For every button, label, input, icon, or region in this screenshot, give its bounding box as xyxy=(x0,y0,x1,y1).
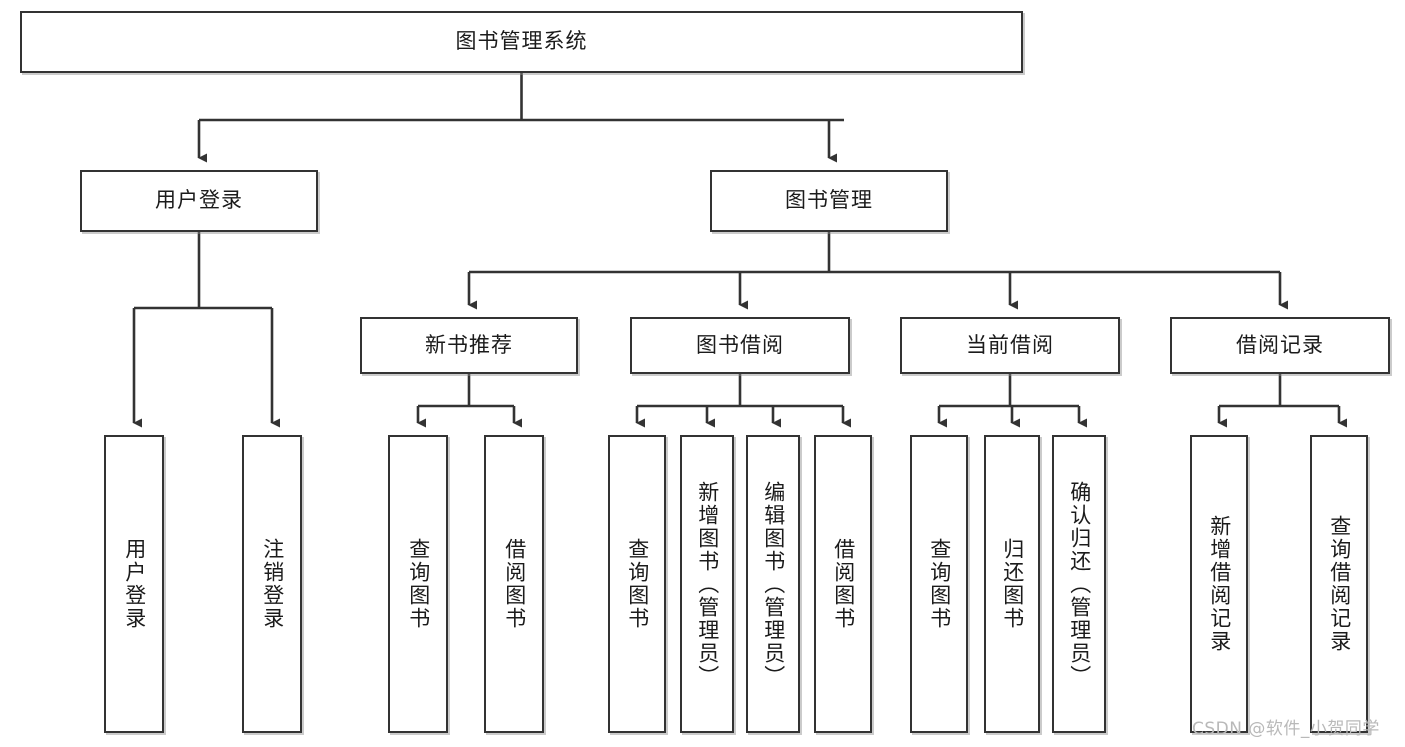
node-leaf-edit-book-label: 编辑图书（管理员） xyxy=(761,480,786,688)
node-book-borrow-label: 图书借阅 xyxy=(696,332,784,357)
node-leaf-add-book-label: 新增图书（管理员） xyxy=(695,480,720,688)
csdn-watermark: CSDN @软件_小贺同学 xyxy=(1192,719,1380,739)
node-leaf-borrow-book[interactable]: 借阅图书 xyxy=(814,435,872,733)
node-book-manage[interactable]: 图书管理 xyxy=(710,170,948,232)
node-borrow-record-label: 借阅记录 xyxy=(1236,332,1324,357)
node-leaf-query-book-cur-label: 查询图书 xyxy=(927,538,952,630)
node-borrow-record[interactable]: 借阅记录 xyxy=(1170,317,1390,374)
node-leaf-add-book[interactable]: 新增图书（管理员） xyxy=(680,435,734,733)
node-current-borrow-label: 当前借阅 xyxy=(966,332,1054,357)
node-leaf-query-record[interactable]: 查询借阅记录 xyxy=(1310,435,1368,733)
node-leaf-borrow-book-rec-label: 借阅图书 xyxy=(502,538,527,630)
node-leaf-user-logout-label: 注销登录 xyxy=(260,538,285,630)
node-root-label: 图书管理系统 xyxy=(455,29,588,54)
node-leaf-query-record-label: 查询借阅记录 xyxy=(1327,515,1352,653)
node-leaf-query-book-borrow-label: 查询图书 xyxy=(625,538,650,630)
node-leaf-user-login[interactable]: 用户登录 xyxy=(104,435,164,733)
node-leaf-confirm-return[interactable]: 确认归还（管理员） xyxy=(1052,435,1106,733)
node-user-login[interactable]: 用户登录 xyxy=(80,170,318,232)
node-leaf-edit-book[interactable]: 编辑图书（管理员） xyxy=(746,435,800,733)
node-leaf-query-book-cur[interactable]: 查询图书 xyxy=(910,435,968,733)
node-leaf-add-record[interactable]: 新增借阅记录 xyxy=(1190,435,1248,733)
node-leaf-confirm-return-label: 确认归还（管理员） xyxy=(1067,480,1092,688)
node-leaf-borrow-book-label: 借阅图书 xyxy=(831,538,856,630)
node-book-borrow[interactable]: 图书借阅 xyxy=(630,317,850,374)
node-new-book-recommend[interactable]: 新书推荐 xyxy=(360,317,578,374)
node-leaf-borrow-book-rec[interactable]: 借阅图书 xyxy=(484,435,544,733)
node-new-book-recommend-label: 新书推荐 xyxy=(425,332,513,357)
node-user-login-label: 用户登录 xyxy=(155,188,243,213)
node-current-borrow[interactable]: 当前借阅 xyxy=(900,317,1120,374)
node-leaf-query-book-borrow[interactable]: 查询图书 xyxy=(608,435,666,733)
node-book-manage-label: 图书管理 xyxy=(785,188,873,213)
node-leaf-query-book-rec[interactable]: 查询图书 xyxy=(388,435,448,733)
node-leaf-user-login-label: 用户登录 xyxy=(122,538,147,630)
node-root[interactable]: 图书管理系统 xyxy=(20,11,1023,73)
node-leaf-return-book[interactable]: 归还图书 xyxy=(984,435,1040,733)
node-leaf-add-record-label: 新增借阅记录 xyxy=(1207,515,1232,653)
node-leaf-return-book-label: 归还图书 xyxy=(1000,538,1025,630)
node-leaf-query-book-rec-label: 查询图书 xyxy=(406,538,431,630)
node-leaf-user-logout[interactable]: 注销登录 xyxy=(242,435,302,733)
